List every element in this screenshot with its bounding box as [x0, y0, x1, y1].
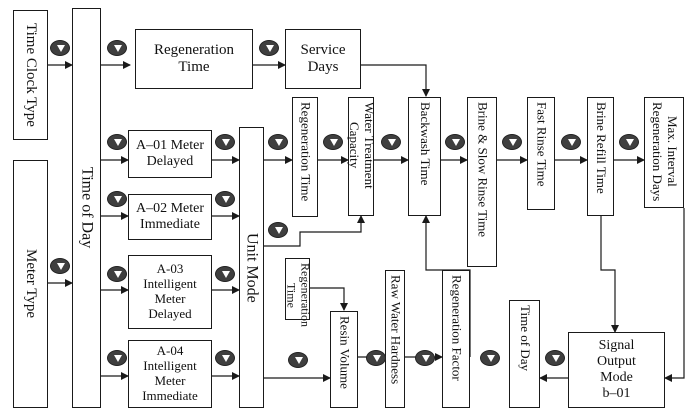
- regeneration-factor-box: Regeneration Factor: [442, 270, 470, 408]
- down-arrow-button-icon[interactable]: [381, 134, 401, 150]
- brine-refill-time-box: Brine Refill Time: [587, 97, 614, 216]
- fast-rinse-time-label: Fast Rinse Time: [534, 102, 550, 187]
- signal-output-mode-label: Signal Output Mode b–01: [597, 337, 636, 402]
- down-arrow-button-icon[interactable]: [107, 191, 127, 207]
- raw-water-hardness-box: Raw Water Hardness: [385, 270, 405, 408]
- down-arrow-button-icon[interactable]: [415, 350, 435, 366]
- regeneration-time-top-box: Regeneration Time: [135, 29, 253, 89]
- a03-label: A-03 Intelligent Meter Delayed: [143, 261, 197, 321]
- backwash-time-label: Backwash Time: [417, 102, 433, 186]
- backwash-time-box: Backwash Time: [408, 97, 441, 216]
- down-arrow-button-icon[interactable]: [561, 134, 581, 150]
- down-arrow-button-icon[interactable]: [107, 40, 127, 56]
- down-arrow-button-icon[interactable]: [445, 134, 465, 150]
- down-arrow-button-icon[interactable]: [619, 134, 639, 150]
- down-arrow-button-icon[interactable]: [215, 134, 235, 150]
- down-arrow-button-icon[interactable]: [268, 134, 288, 150]
- a04-label: A-04 Intelligent Meter Immediate: [142, 343, 198, 403]
- brine-refill-time-label: Brine Refill Time: [593, 102, 609, 194]
- time-of-day-label: Time of Day: [78, 167, 96, 249]
- time-of-day-small-label: Time of Day: [517, 305, 533, 371]
- brine-slow-rinse-time-label: Brine & Slow Rinse Time: [475, 102, 491, 238]
- regeneration-time-small-label: Regeneration Time: [284, 263, 313, 327]
- signal-output-mode-box: Signal Output Mode b–01: [568, 332, 665, 408]
- down-arrow-button-icon[interactable]: [107, 266, 127, 282]
- down-arrow-button-icon[interactable]: [480, 350, 500, 366]
- regeneration-time-vertical-label: Regeneration Time: [298, 102, 314, 202]
- regeneration-time-small-box: Regeneration Time: [285, 258, 312, 327]
- down-arrow-button-icon[interactable]: [215, 266, 235, 282]
- max-interval-regeneration-days-box: Max. Interval Regeneration Days: [644, 97, 684, 208]
- down-arrow-button-icon[interactable]: [366, 350, 386, 366]
- water-treatment-capacity-box: Water Treatment Capacity: [347, 97, 377, 216]
- resin-volume-label: Resin Volume: [337, 316, 353, 389]
- max-interval-label: Max. Interval Regeneration Days: [650, 102, 680, 202]
- service-days-label: Service Days: [300, 41, 346, 75]
- down-arrow-button-icon[interactable]: [107, 134, 127, 150]
- a04-intelligent-meter-immediate-box: A-04 Intelligent Meter Immediate: [128, 340, 212, 408]
- fast-rinse-time-box: Fast Rinse Time: [527, 97, 555, 210]
- down-arrow-button-icon[interactable]: [107, 350, 127, 366]
- down-arrow-button-icon[interactable]: [288, 352, 308, 368]
- regeneration-time-top-label: Regeneration Time: [154, 41, 234, 75]
- resin-volume-box: Resin Volume: [330, 311, 358, 408]
- unit-mode-label: Unit Mode: [243, 232, 261, 303]
- meter-type-box: Meter Type: [13, 160, 48, 408]
- time-clock-type-label: Time Clock Type: [23, 23, 40, 127]
- service-days-box: Service Days: [285, 29, 361, 89]
- regeneration-factor-label: Regeneration Factor: [449, 275, 465, 381]
- a03-intelligent-meter-delayed-box: A-03 Intelligent Meter Delayed: [128, 255, 212, 329]
- down-arrow-button-icon[interactable]: [215, 191, 235, 207]
- down-arrow-button-icon[interactable]: [268, 222, 288, 238]
- down-arrow-button-icon[interactable]: [259, 40, 279, 56]
- raw-water-hardness-label: Raw Water Hardness: [388, 275, 404, 385]
- time-of-day-box: Time of Day: [72, 8, 101, 408]
- a01-label: A–01 Meter Delayed: [135, 137, 205, 169]
- down-arrow-button-icon[interactable]: [323, 134, 343, 150]
- a02-label: A–02 Meter Immediate: [135, 200, 205, 232]
- time-of-day-small-box: Time of Day: [509, 300, 540, 408]
- a02-meter-immediate-box: A–02 Meter Immediate: [128, 194, 212, 240]
- water-treatment-capacity-label: Water Treatment Capacity: [347, 102, 377, 189]
- brine-slow-rinse-time-box: Brine & Slow Rinse Time: [467, 97, 497, 267]
- meter-type-label: Meter Type: [23, 249, 40, 319]
- down-arrow-button-icon[interactable]: [545, 350, 565, 366]
- down-arrow-button-icon[interactable]: [50, 258, 70, 274]
- down-arrow-button-icon[interactable]: [50, 40, 70, 56]
- down-arrow-button-icon[interactable]: [215, 350, 235, 366]
- a01-meter-delayed-box: A–01 Meter Delayed: [128, 130, 212, 178]
- time-clock-type-box: Time Clock Type: [13, 10, 48, 140]
- down-arrow-button-icon[interactable]: [502, 134, 522, 150]
- unit-mode-box: Unit Mode: [239, 127, 264, 408]
- regeneration-time-vertical-box: Regeneration Time: [292, 97, 318, 217]
